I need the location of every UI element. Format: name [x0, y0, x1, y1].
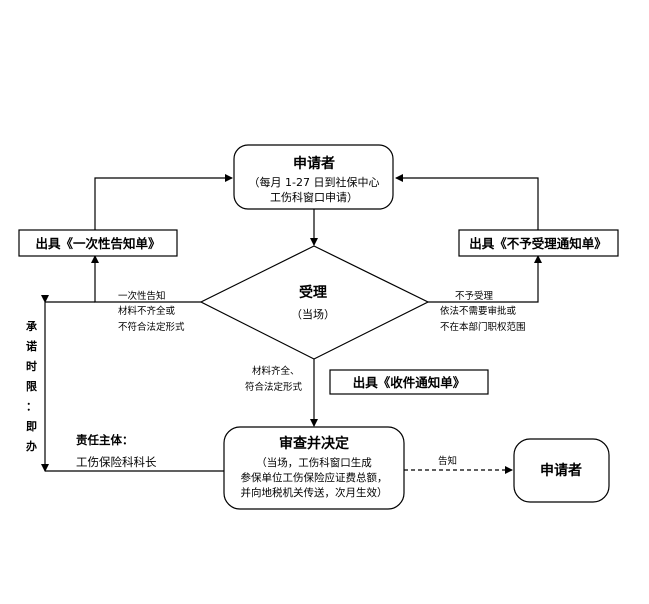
promise-char-2: 诺	[26, 339, 37, 353]
left-edge-label-1: 一次性告知	[118, 290, 166, 302]
review-line3: 并向地税机关传送，次月生效）	[241, 486, 388, 499]
review-title: 审查并决定	[279, 435, 349, 452]
review-line1: （当场，工伤科窗口生成	[256, 456, 372, 469]
applicant-top-title: 申请者	[293, 155, 335, 172]
receipt-notice-label: 出具《收件通知单》	[353, 375, 466, 390]
promise-char-6: 即	[26, 420, 37, 433]
notify-edge-label: 告知	[438, 455, 457, 467]
responsibility-value: 工伤保险科科长	[76, 455, 157, 469]
applicant-top-node: 申请者 （每月 1-27 日到社保中心 工伤科窗口申请）	[233, 144, 394, 210]
down-edge-label-1: 材料齐全、	[252, 365, 300, 377]
left-notice-node: 出具《一次性告知单》	[18, 229, 178, 257]
edge-right-notice-to-apply	[395, 174, 539, 230]
applicant-top-line2: 工伤科窗口申请）	[270, 190, 358, 204]
left-edge-label-3: 不符合法定形式	[118, 321, 185, 333]
accept-title: 受理	[299, 284, 327, 301]
applicant-top-line1: （每月 1-27 日到社保中心	[249, 175, 380, 189]
promise-char-7: 办	[26, 439, 37, 453]
right-edge-label-2: 依法不需要审批或	[440, 305, 517, 317]
right-edge-label: 不予受理 依法不需要审批或 不在本部门职权范围	[440, 290, 526, 333]
accept-decision-node: 受理 （当场）	[199, 245, 430, 360]
left-notice-label: 出具《一次性告知单》	[35, 236, 160, 251]
responsibility-title: 责任主体：	[76, 433, 134, 447]
review-line2: 参保单位工伤保险应证费总额，	[241, 471, 388, 484]
right-edge-label-1: 不予受理	[455, 290, 494, 302]
edge-accept-to-right-notice	[428, 255, 542, 303]
down-edge-label: 材料齐全、 符合法定形式	[245, 365, 303, 393]
left-edge-label-2: 材料不齐全或	[118, 305, 176, 317]
applicant-right-node: 申请者	[513, 438, 610, 503]
right-notice-node: 出具《不予受理通知单》	[458, 229, 619, 257]
promise-char-3: 时	[26, 359, 37, 373]
receipt-notice-node: 出具《收件通知单》	[329, 369, 489, 395]
right-notice-label: 出具《不予受理通知单》	[469, 236, 607, 251]
promise-char-4: 限	[26, 379, 37, 393]
promise-char-1: 承	[26, 319, 38, 333]
applicant-right-title: 申请者	[540, 462, 582, 479]
promise-time-label: 承 诺 时 限 ： 即 办	[26, 319, 38, 453]
left-edge-label: 一次性告知 材料不齐全或 不符合法定形式	[118, 290, 185, 333]
promise-char-5: ：	[26, 400, 37, 413]
accept-sub: （当场）	[291, 307, 335, 321]
right-edge-label-3: 不在本部门职权范围	[440, 321, 526, 333]
edge-left-notice-to-apply	[94, 174, 233, 230]
down-edge-label-2: 符合法定形式	[245, 381, 303, 393]
review-node: 审查并决定 （当场，工伤科窗口生成 参保单位工伤保险应证费总额， 并向地税机关传…	[223, 426, 405, 510]
